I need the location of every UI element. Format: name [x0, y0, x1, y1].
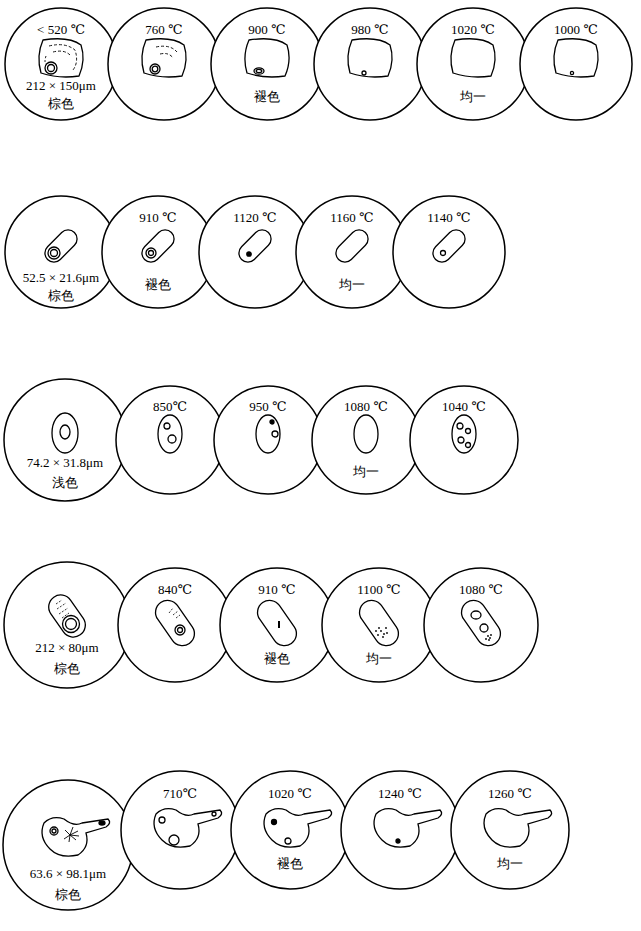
color-label: 棕色 — [48, 96, 74, 111]
heating-stage-circle: 1140 ℃ — [392, 195, 506, 309]
heating-stage-circle: 212 × 80μm 棕色 — [3, 561, 131, 689]
temperature-label: 1080 ℃ — [344, 399, 388, 414]
heating-stage-circle: 1260 ℃ 均一 — [450, 770, 570, 890]
heating-stage-circle: 1120 ℃ — [198, 195, 312, 309]
heating-stage-circle: 1240 ℃ — [340, 770, 460, 890]
temperature-label: 1120 ℃ — [233, 210, 276, 225]
temperature-label: 910 ℃ — [139, 210, 176, 225]
size-label: 212 × 150μm — [26, 78, 96, 93]
state-label: 褪色 — [277, 856, 303, 871]
state-label: 均一 — [353, 464, 379, 479]
heating-stage-circle: 850℃ — [115, 385, 225, 495]
temperature-label: 980 ℃ — [351, 22, 388, 37]
state-label: 褪色 — [264, 651, 290, 666]
temperature-label: 1020 ℃ — [451, 22, 495, 37]
temperature-label: 1080 ℃ — [459, 582, 503, 597]
temperature-label: 1000 ℃ — [554, 22, 598, 37]
size-label: 212 × 80μm — [35, 640, 98, 655]
temperature-label: 900 ℃ — [248, 22, 285, 37]
state-label: 均一 — [366, 651, 392, 666]
temperature-label: 1240 ℃ — [378, 786, 422, 801]
color-label: 棕色 — [55, 887, 81, 902]
heating-stage-circle: 74.2 × 31.8μm 浅色 — [3, 378, 127, 502]
heating-stage-circle: 1160 ℃ 均一 — [295, 195, 409, 309]
heating-stage-circle: 900 ℃ 褪色 — [210, 7, 324, 121]
temperature-label: 910 ℃ — [258, 582, 295, 597]
heating-stage-circle: 950 ℃ — [213, 385, 323, 495]
state-label: 均一 — [497, 856, 523, 871]
color-label: 棕色 — [48, 288, 74, 303]
heating-stage-circle: 910 ℃ 褪色 — [101, 195, 215, 309]
heating-stage-circle: 710℃ — [120, 770, 240, 890]
temperature-label: < 520 ℃ — [37, 22, 85, 37]
size-label: 74.2 × 31.8μm — [27, 455, 103, 470]
color-label: 浅色 — [52, 475, 78, 490]
state-label: 褪色 — [145, 277, 171, 292]
heating-stage-circle: 63.6 × 98.1μm 棕色 — [2, 779, 134, 911]
temperature-label: 1140 ℃ — [427, 210, 470, 225]
temperature-label: 760 ℃ — [145, 22, 182, 37]
heating-stage-circle: 1020 ℃ 褪色 — [230, 770, 350, 890]
heating-stage-circle: 1020 ℃ 均一 — [416, 7, 530, 121]
temperature-label: 1160 ℃ — [330, 210, 373, 225]
size-label: 52.5 × 21.6μm — [23, 270, 99, 285]
heating-stage-circle: 840℃ — [117, 567, 233, 683]
heating-stage-circle: 1100 ℃ 均一 — [321, 567, 437, 683]
heating-stage-circle: 760 ℃ — [107, 7, 221, 121]
temperature-label: 850℃ — [153, 399, 187, 414]
state-label: 褪色 — [254, 89, 280, 104]
color-label: 棕色 — [54, 661, 80, 676]
heating-stage-circle: 52.5 × 21.6μm 棕色 — [4, 195, 118, 309]
temperature-label: 950 ℃ — [249, 399, 286, 414]
heating-stage-circle: < 520 ℃ 212 × 150μm 棕色 — [4, 7, 118, 121]
temperature-label: 840℃ — [158, 582, 192, 597]
temperature-label: 1260 ℃ — [488, 786, 532, 801]
temperature-label: 1100 ℃ — [357, 582, 400, 597]
heating-stage-circle: 980 ℃ — [313, 7, 427, 121]
heating-stage-circle: 1040 ℃ — [409, 385, 519, 495]
temperature-label: 1040 ℃ — [442, 399, 486, 414]
state-label: 均一 — [460, 89, 486, 104]
temperature-label: 1020 ℃ — [268, 786, 312, 801]
size-label: 63.6 × 98.1μm — [30, 866, 106, 881]
heating-stage-circle: 1000 ℃ — [519, 7, 633, 121]
heating-stage-circle: 1080 ℃ 均一 — [311, 385, 421, 495]
heating-stage-circle: 910 ℃ 褪色 — [219, 567, 335, 683]
state-label: 均一 — [339, 277, 365, 292]
heating-stage-circle: 1080 ℃ — [423, 567, 539, 683]
temperature-label: 710℃ — [163, 786, 197, 801]
